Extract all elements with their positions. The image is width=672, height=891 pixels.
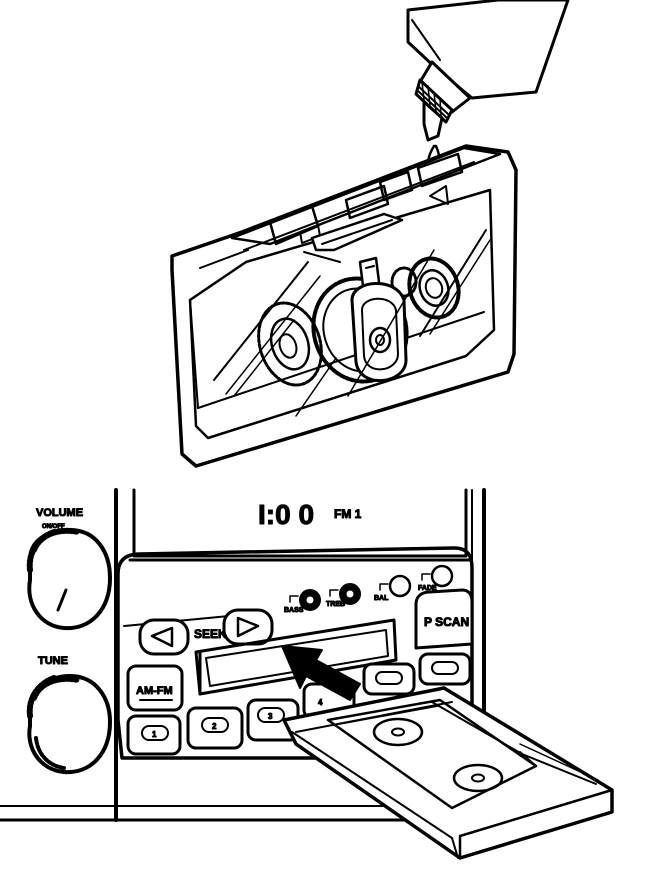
amfm-button[interactable]: AM-FM — [126, 664, 184, 712]
pscan-label: P SCAN — [424, 615, 469, 629]
left-reel — [257, 301, 323, 387]
tune-knob[interactable]: TUNE — [26, 655, 112, 775]
triangle-right-icon — [236, 616, 260, 638]
amfm-label: AM-FM — [136, 685, 173, 697]
cassette-slot — [194, 618, 398, 696]
seek-label: SEEK — [194, 627, 227, 641]
preset-label-2: 2 — [212, 722, 217, 731]
cleaning-cassette — [282, 686, 614, 860]
seek-left-button[interactable] — [138, 618, 190, 656]
volume-label: VOLUME — [36, 507, 83, 519]
knob-label-bass: BASS — [284, 607, 304, 614]
preset-button-1[interactable]: 1 — [126, 714, 182, 756]
tune-label: TUNE — [38, 655, 68, 667]
preset-button-2[interactable]: 2 — [186, 706, 244, 750]
volume-sublabel: ON/OFF — [42, 524, 65, 530]
preset-button-5[interactable] — [362, 662, 416, 696]
triangle-left-icon — [150, 626, 174, 648]
knob-label-balance: BAL — [374, 595, 389, 602]
clock-digits: I:0 0 — [258, 499, 314, 530]
preset-label-1: 1 — [152, 730, 157, 739]
preset-label-3: 3 — [268, 712, 273, 721]
seek-right-button[interactable] — [222, 608, 274, 646]
preset-label-4: 4 — [318, 698, 323, 707]
tone-knobs[interactable]: BASS TREB BAL FADE — [284, 564, 454, 615]
preset-button-6[interactable] — [418, 652, 472, 686]
capstan-lever — [350, 256, 408, 382]
arrow-insert-icon — [281, 645, 361, 701]
knob-label-treble: TREB — [326, 601, 345, 608]
volume-knob[interactable]: VOLUME ON/OFF — [26, 507, 112, 631]
pscan-button[interactable]: P SCAN — [414, 588, 474, 650]
band-indicator: FM 1 — [334, 507, 362, 521]
cassette-tape — [170, 144, 518, 468]
knob-label-fade: FADE — [418, 585, 437, 592]
oil-dropper-icon — [406, 0, 570, 170]
clock-display: I:0 0 FM 1 — [258, 499, 363, 531]
